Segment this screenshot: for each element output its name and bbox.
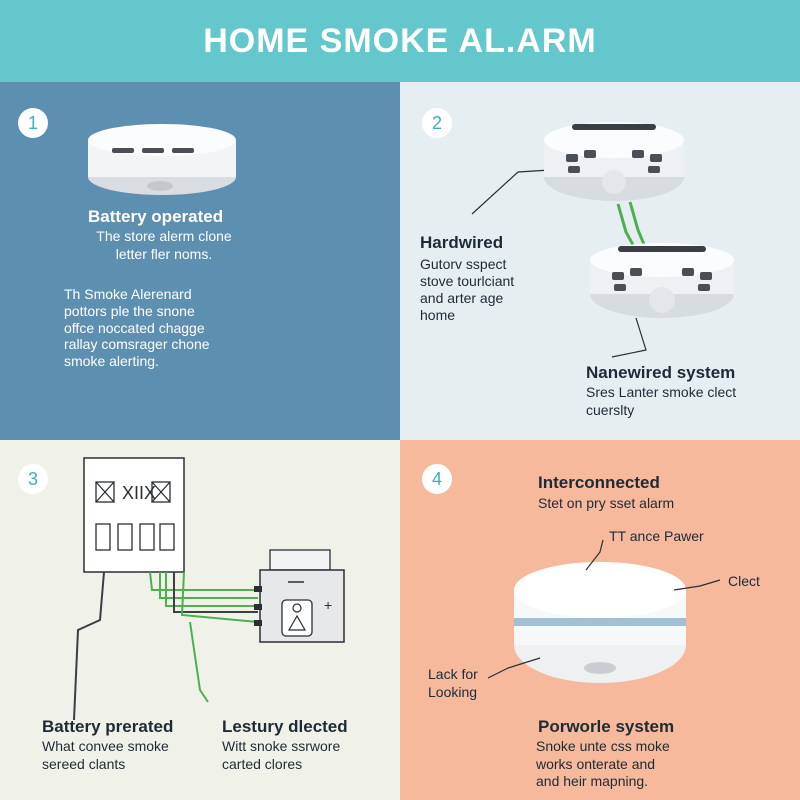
step-badge-2: 2 <box>422 108 452 138</box>
step-badge-4: 4 <box>422 464 452 494</box>
callout-power: TT ance Pawer <box>609 528 704 544</box>
wire-green-3 <box>165 572 258 607</box>
callout-lack-for-looking: Lack for Looking <box>428 666 478 700</box>
heading-lestury-dlected: Lestury dlected <box>222 717 348 736</box>
page-title: HOME SMOKE AL.ARM <box>203 21 597 60</box>
description-nanewired-system: Sres Lanter smoke clect cuerslty <box>586 384 737 418</box>
description-battery-operated: Th Smoke Alerenard pottors ple the snone… <box>64 286 210 370</box>
smoke-detector-top-icon <box>544 122 684 201</box>
battery-box-icon: + <box>254 549 345 643</box>
heading-nanewired-system: Nanewired system <box>586 363 736 382</box>
description-hardwired: Gutorv sspect stove tourlciant and arter… <box>420 256 515 324</box>
wire-green-4 <box>180 571 259 623</box>
wire-green-1 <box>149 571 258 591</box>
callout-line-lack <box>487 657 541 679</box>
callout-line-hardwired <box>471 169 551 215</box>
heading-battery-operated: Battery operated <box>88 207 224 226</box>
callout-line-power <box>585 539 604 571</box>
heading-battery-prerated: Battery prerated <box>42 717 174 736</box>
control-panel-icon <box>83 457 185 573</box>
step-badge-3: 3 <box>18 464 48 494</box>
heading-interconnected: Interconnected <box>538 473 660 492</box>
caption-interconnected: Stet on pry sset alarm <box>538 495 675 511</box>
callout-line-clect <box>673 579 721 591</box>
heading-porworle-system: Porworle system <box>538 717 675 736</box>
smoke-detector-icon <box>88 124 236 195</box>
hardwired-detectors-illustration <box>471 122 734 358</box>
description-porworle-system: Snoke unte css moke works onterate and a… <box>536 738 670 789</box>
panel-interconnected: 4 Interconnected Stet on pry sset alarm … <box>400 440 800 800</box>
smoke-detector-large-icon <box>514 562 686 683</box>
smoke-detector-illustration <box>88 124 236 195</box>
callout-clect: Clect <box>728 573 760 589</box>
wire-green-down <box>189 621 209 703</box>
wire-dark-left <box>73 571 105 721</box>
title-banner: HOME SMOKE AL.ARM <box>0 0 800 82</box>
wire-dark-1 <box>173 572 258 613</box>
svg-text:+: + <box>324 597 332 613</box>
description-battery-prerated: What convee smoke sereed clants <box>42 738 169 772</box>
smoke-detector-bottom-icon <box>590 243 734 318</box>
callout-line-nanewired <box>611 317 647 358</box>
step-badge-1: 1 <box>18 108 48 138</box>
description-lestury-dlected: Witt snoke ssrwore carted clores <box>222 738 341 772</box>
caption-battery-operated: The store alerm clone letter fler noms. <box>96 228 232 262</box>
control-panel-label: XIIX <box>122 483 156 503</box>
wire-green-2 <box>159 572 258 599</box>
heading-hardwired: Hardwired <box>420 233 504 252</box>
panel-wiring-diagram: 3 XIIX <box>0 440 400 800</box>
wiring-diagram: XIIX + <box>73 457 345 721</box>
panel-battery-operated: 1 Battery operated The store alerm clone… <box>0 82 400 440</box>
interconnected-detector-illustration <box>487 539 721 683</box>
panel-hardwired: 2 <box>400 82 800 440</box>
